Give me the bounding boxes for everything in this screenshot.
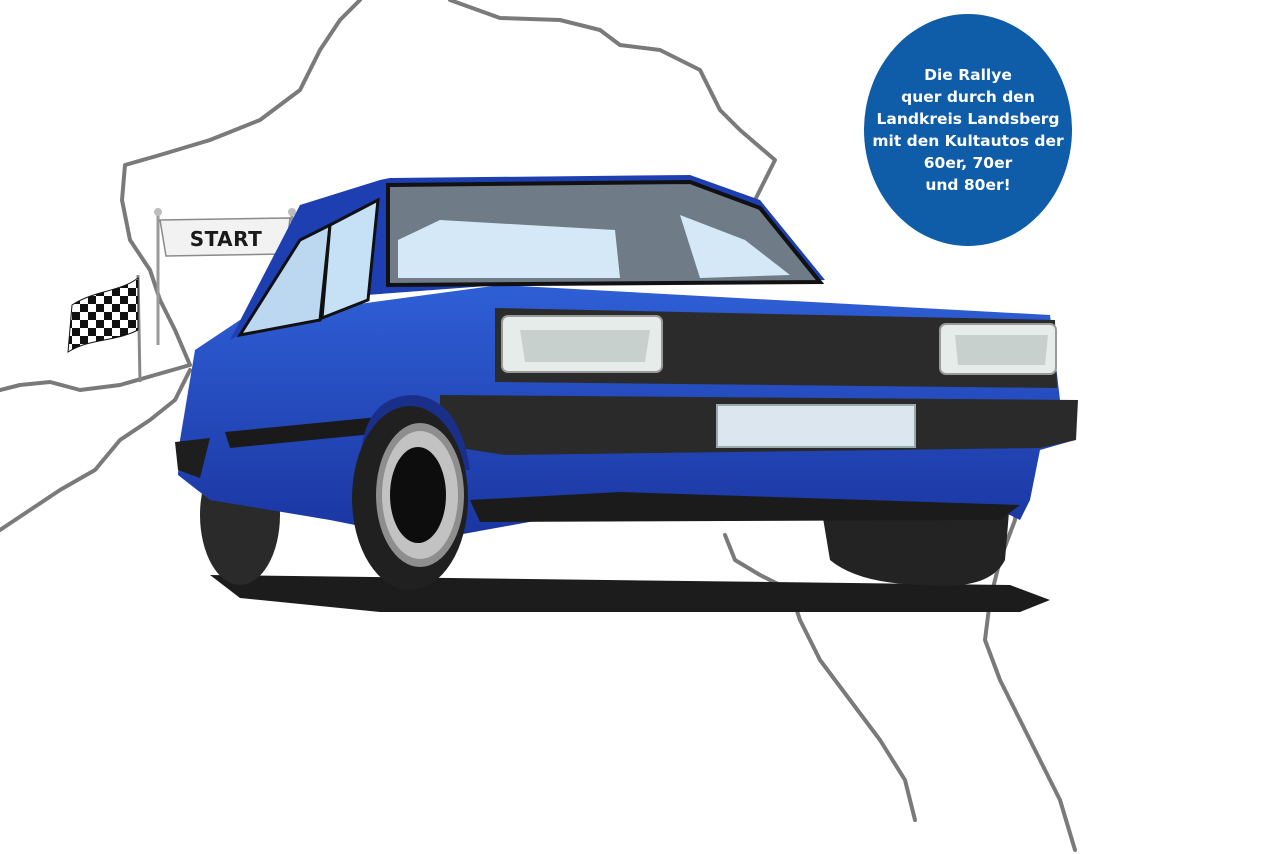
badge-line: Landkreis Landsberg	[876, 110, 1060, 128]
map-outline	[0, 0, 1077, 852]
rally-info-badge: Die Rallye quer durch den Landkreis Land…	[864, 14, 1072, 246]
checkered-flag-icon	[67, 274, 142, 383]
badge-line: quer durch den	[901, 88, 1035, 106]
classic-car-illustration	[175, 175, 1078, 612]
badge-line: mit den Kultautos der	[872, 132, 1064, 150]
badge-line: Die Rallye	[924, 66, 1012, 84]
start-banner-label: START	[189, 227, 263, 251]
badge-line: 60er, 70er	[923, 154, 1013, 172]
badge-line: und 80er!	[925, 176, 1011, 194]
